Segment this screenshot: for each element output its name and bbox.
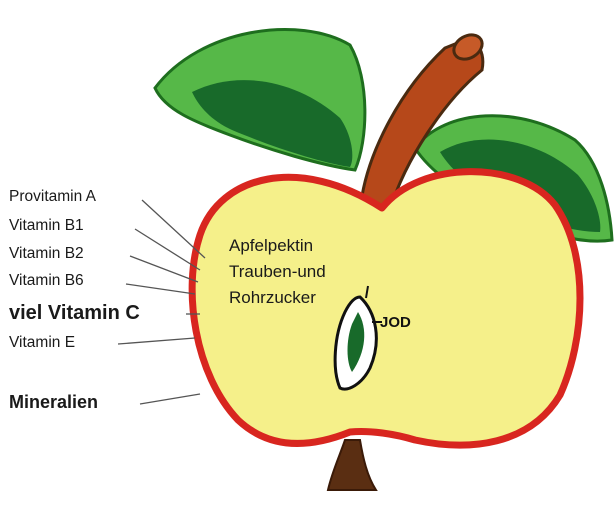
left-leaf: [155, 29, 365, 170]
label-vitamin-b2: Vitamin B2: [9, 245, 84, 263]
apple-body: [192, 172, 580, 445]
label-vitamin-b6: Vitamin B6: [9, 272, 84, 290]
apple-bottom-stem: [328, 440, 376, 490]
label-provitamin-a: Provitamin A: [9, 188, 96, 206]
inner-text-apfelpektin: Apfelpektin: [229, 236, 313, 256]
inner-text-trauben-und: Trauben-und: [229, 262, 326, 282]
label-vitamin-e: Vitamin E: [9, 334, 75, 352]
label-viel-vitamin-c: viel Vitamin C: [9, 302, 140, 325]
inner-text-rohrzucker: Rohrzucker: [229, 288, 316, 308]
label-mineralien: Mineralien: [9, 392, 98, 413]
label-jod: JOD: [380, 314, 411, 331]
label-vitamin-b1: Vitamin B1: [9, 217, 84, 235]
